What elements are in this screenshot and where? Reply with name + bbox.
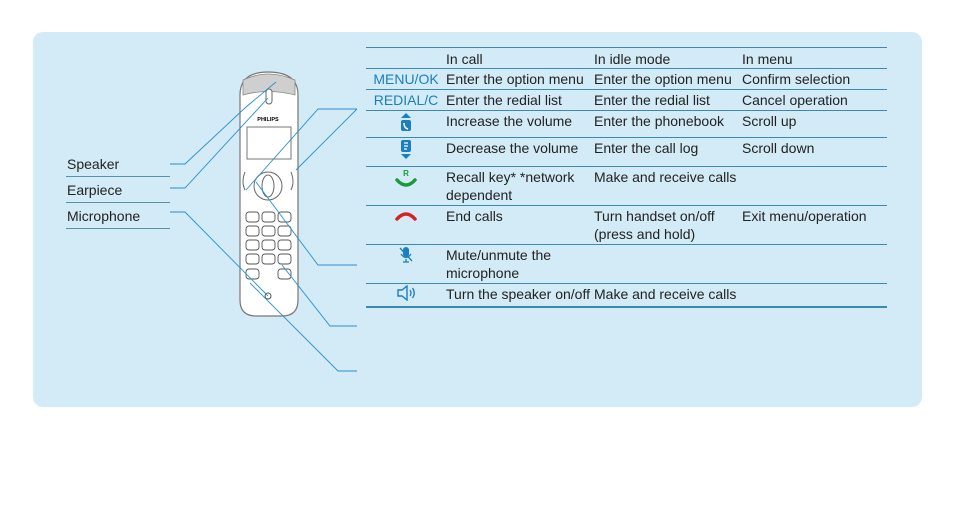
cell-menu: Exit menu/operation	[742, 205, 887, 245]
cell-idle: Make and receive calls	[594, 283, 742, 308]
callout-speaker: Speaker	[66, 153, 170, 177]
cell-idle: Enter the phonebook	[594, 110, 742, 138]
cell-in-call: Recall key* *network dependent	[446, 166, 594, 206]
cell-idle: Make and receive calls	[594, 166, 742, 206]
table-row: Turn the speaker on/off Make and receive…	[366, 283, 887, 308]
table-row: Mute/unmute the microphone	[366, 244, 887, 284]
volume-down-calllog-icon	[401, 140, 411, 159]
cell-in-call: Mute/unmute the microphone	[446, 244, 594, 284]
cell-in-call: Increase the volume	[446, 110, 594, 138]
callout-labels: Speaker Earpiece Microphone	[66, 153, 170, 231]
header-key	[366, 47, 446, 69]
cell-in-call: Decrease the volume	[446, 137, 594, 167]
table-row: End calls Turn handset on/off (press and…	[366, 205, 887, 245]
cell-idle: Enter the redial list	[594, 89, 742, 111]
table-row: MENU/OK Enter the option menu Enter the …	[366, 68, 887, 90]
table-row: Increase the volume Enter the phonebook …	[366, 110, 887, 138]
recall-talk-icon: R	[395, 169, 417, 187]
table-header-row: In call In idle mode In menu	[366, 47, 887, 69]
callout-earpiece: Earpiece	[66, 179, 170, 203]
table-row: REDIAL/C Enter the redial list Enter the…	[366, 89, 887, 111]
cell-menu	[742, 283, 887, 308]
cell-idle: Turn handset on/off (press and hold)	[594, 205, 742, 245]
key-menu-ok: MENU/OK	[366, 68, 446, 90]
cell-in-call: Enter the redial list	[446, 89, 594, 111]
key-function-table: In call In idle mode In menu MENU/OK Ent…	[366, 47, 887, 308]
key-end	[366, 205, 446, 245]
table-row: R Recall key* *network dependent Make an…	[366, 166, 887, 206]
header-menu: In menu	[742, 47, 887, 69]
cell-in-call: Turn the speaker on/off	[446, 283, 594, 308]
cell-menu: Confirm selection	[742, 68, 887, 90]
callout-microphone: Microphone	[66, 205, 170, 229]
svg-text:R: R	[403, 169, 409, 178]
key-speaker	[366, 283, 446, 308]
cell-in-call: End calls	[446, 205, 594, 245]
cell-menu: Scroll down	[742, 137, 887, 167]
key-mute	[366, 244, 446, 284]
mute-microphone-icon	[399, 247, 413, 263]
speaker-icon	[397, 285, 415, 301]
brand-logo: PHILIPS	[257, 117, 279, 123]
key-talk: R	[366, 166, 446, 206]
cell-menu: Scroll up	[742, 110, 887, 138]
table-row: Decrease the volume Enter the call log S…	[366, 137, 887, 167]
cell-menu	[742, 166, 887, 206]
end-call-icon	[395, 212, 417, 221]
cell-idle: Enter the call log	[594, 137, 742, 167]
cell-in-call: Enter the option menu	[446, 68, 594, 90]
key-down	[366, 137, 446, 167]
key-redial-c: REDIAL/C	[366, 89, 446, 111]
cell-idle: Enter the option menu	[594, 68, 742, 90]
cell-idle	[594, 244, 742, 284]
key-up	[366, 110, 446, 138]
cell-menu	[742, 244, 887, 284]
header-idle: In idle mode	[594, 47, 742, 69]
header-in-call: In call	[446, 47, 594, 69]
cell-menu: Cancel operation	[742, 89, 887, 111]
volume-up-phonebook-icon	[401, 113, 411, 131]
